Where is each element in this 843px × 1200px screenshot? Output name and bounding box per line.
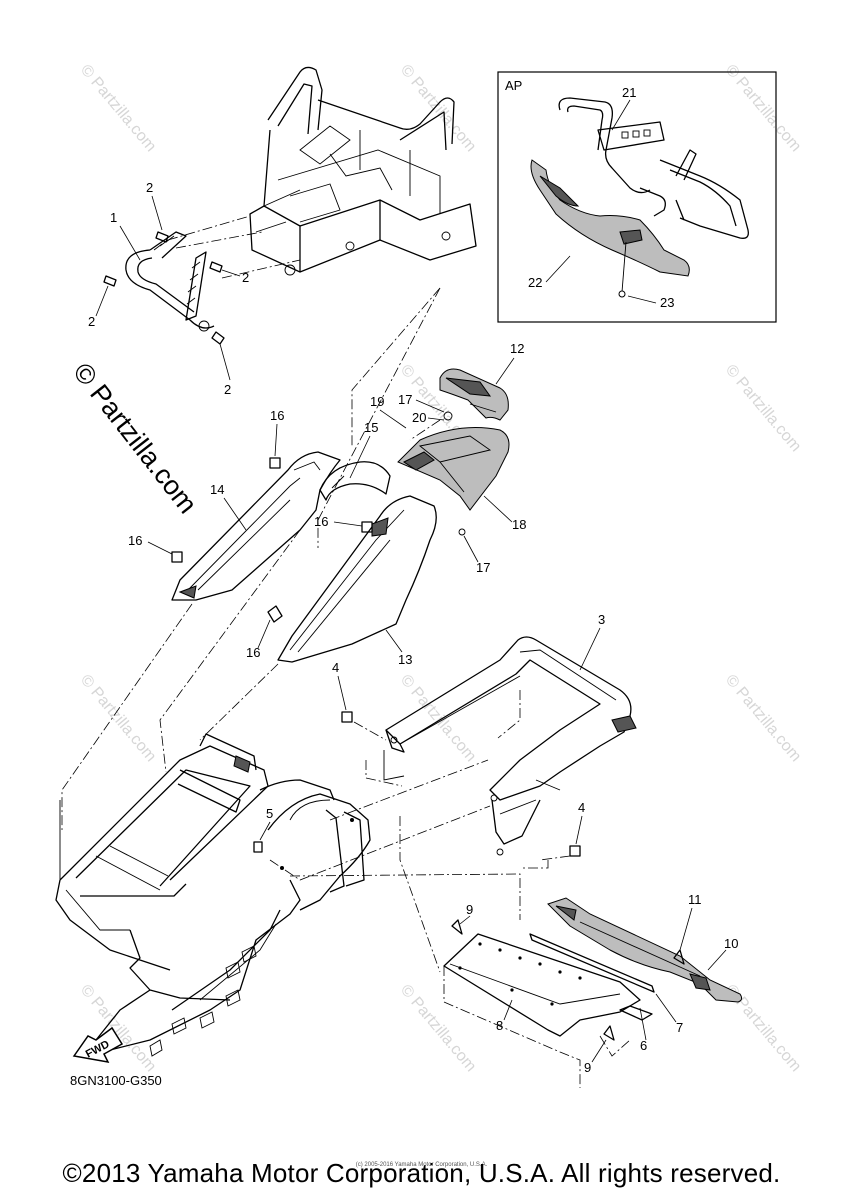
callout-6: 6 (640, 1038, 647, 1053)
callout-16: 16 (128, 533, 142, 548)
callout-11: 11 (688, 892, 702, 907)
callout-1: 1 (110, 210, 117, 225)
callout-2: 2 (146, 180, 153, 195)
callout-9: 9 (584, 1060, 591, 1075)
inset-ap: AP 21 22 23 (497, 71, 777, 323)
callout-16: 16 (246, 645, 260, 660)
watermark: © Partzilla.com (722, 62, 804, 156)
callout-16: 16 (270, 408, 284, 423)
callout-18: 18 (512, 517, 526, 532)
callout-2: 2 (224, 382, 231, 397)
callout-4: 4 (578, 800, 585, 815)
watermark: © Partzilla.com (722, 362, 804, 456)
callout-23: 23 (660, 295, 674, 310)
callout-15: 15 (364, 420, 378, 435)
footer-copyright: ©2013 Yamaha Motor Corporation, U.S.A. A… (62, 1158, 781, 1188)
callout-5: 5 (266, 806, 273, 821)
part-8-10-guards: 8 9 9 6 7 10 11 (443, 892, 743, 1088)
callout-3: 3 (598, 612, 605, 627)
callout-17: 17 (398, 392, 412, 407)
callout-7: 7 (676, 1020, 683, 1035)
fwd-arrow: FWD (72, 1026, 124, 1063)
callout-4: 4 (332, 660, 339, 675)
callout-14: 14 (210, 482, 224, 497)
watermark: © Partzilla.com (77, 672, 159, 766)
callout-16: 16 (314, 514, 328, 529)
small-copyright: (c) 2005-2016 Yamaha Motor Corporation, … (355, 1162, 488, 1168)
callout-13: 13 (398, 652, 412, 667)
watermark: © Partzilla.com (722, 672, 804, 766)
inset-label: AP (505, 78, 522, 93)
callout-21: 21 (622, 85, 636, 100)
diagram-code: 8GN3100-G350 (70, 1073, 162, 1088)
watermark: © Partzilla.com (397, 982, 479, 1076)
part-13-14-15-covers: 15 14 13 16 16 16 16 (61, 287, 441, 830)
frame-bottom: 5 (55, 733, 521, 1057)
watermark: © Partzilla.com (77, 982, 159, 1076)
callout-20: 20 (412, 410, 426, 425)
callout-9: 9 (466, 902, 473, 917)
callout-2: 2 (242, 270, 249, 285)
watermark-large: © Partzilla.com (67, 357, 203, 519)
part-3-rack: 3 4 4 (332, 612, 637, 869)
callout-22: 22 (528, 275, 542, 290)
watermark: © Partzilla.com (397, 672, 479, 766)
callout-10: 10 (724, 936, 738, 951)
watermark: © Partzilla.com (397, 62, 479, 156)
callout-17: 17 (476, 560, 490, 575)
callout-2: 2 (88, 314, 95, 329)
callout-12: 12 (510, 341, 524, 356)
frame-top (249, 66, 477, 276)
watermark: © Partzilla.com (77, 62, 159, 156)
part-12-18-covers: 12 18 17 20 19 17 (370, 341, 526, 575)
part-1-bumper: 1 2 2 2 2 (88, 180, 301, 397)
callout-8: 8 (496, 1018, 503, 1033)
callout-19: 19 (370, 394, 384, 409)
